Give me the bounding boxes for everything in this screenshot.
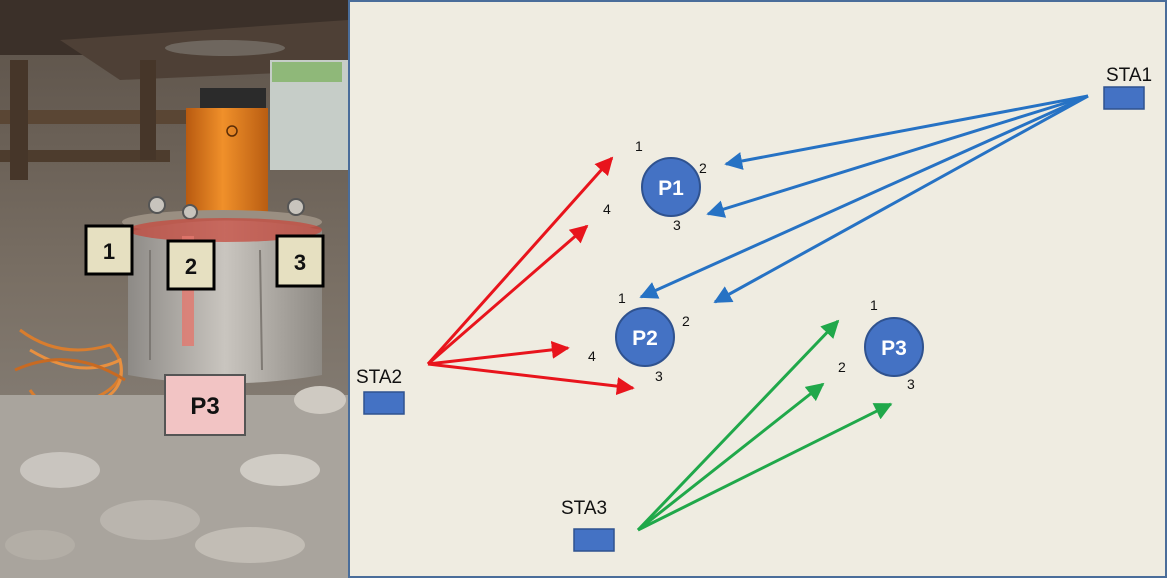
station-sta1-marker bbox=[1103, 86, 1145, 110]
point-p1-label: P1 bbox=[658, 177, 684, 200]
marker-2-box bbox=[166, 239, 216, 291]
cables bbox=[14, 358, 126, 382]
bearing-plate bbox=[165, 40, 285, 56]
point-p2-circle bbox=[615, 307, 675, 367]
marker-2-label: 2 bbox=[185, 254, 197, 279]
sta2-to-p2-4 bbox=[427, 340, 570, 366]
pile-label-box bbox=[164, 374, 246, 436]
diagram-background bbox=[348, 0, 1167, 578]
timber bbox=[0, 150, 170, 162]
sta1-to-p1-3 bbox=[706, 94, 1089, 218]
point-p1-circle bbox=[641, 157, 701, 217]
pile-label: P3 bbox=[190, 393, 219, 420]
point-p3: P3 1 2 3 bbox=[838, 297, 924, 392]
station-sta1-label: STA1 bbox=[1106, 65, 1152, 86]
rubble bbox=[5, 530, 75, 560]
p1-sub-3: 3 bbox=[673, 217, 681, 233]
p3-sub-1: 1 bbox=[870, 297, 878, 313]
p2-sub-4: 4 bbox=[588, 348, 596, 364]
station-sta3-marker bbox=[573, 528, 615, 552]
station-sta3: STA3 bbox=[561, 498, 615, 552]
rubble bbox=[294, 386, 346, 414]
sta2-to-p1-1 bbox=[426, 156, 614, 365]
hydraulic-jack bbox=[186, 108, 268, 218]
p1-sub-4: 4 bbox=[603, 201, 611, 217]
pile-photo: 1 2 3 P3 bbox=[0, 0, 348, 578]
sta3-to-p3-1 bbox=[636, 319, 840, 532]
jack-top bbox=[200, 88, 266, 110]
point-p1: P1 1 2 3 4 bbox=[603, 138, 707, 233]
survey-diagram: STA1 STA2 STA3 P1 1 2 3 4 bbox=[348, 0, 1167, 578]
sta2-to-p2-3 bbox=[427, 362, 635, 396]
sta3-sightlines bbox=[636, 319, 893, 532]
rubble bbox=[240, 454, 320, 486]
post bbox=[140, 60, 156, 160]
sta3-to-p3-2 bbox=[637, 382, 825, 532]
p3-sub-2: 2 bbox=[838, 359, 846, 375]
station-sta2-label: STA2 bbox=[356, 367, 402, 388]
greenery bbox=[272, 62, 342, 82]
station-sta2-marker bbox=[363, 391, 405, 415]
pile-photo-image: 1 2 3 P3 bbox=[0, 0, 348, 578]
station-sta2: STA2 bbox=[356, 367, 405, 415]
point-p3-label: P3 bbox=[881, 337, 907, 360]
sta1-to-p1-2 bbox=[724, 94, 1089, 170]
gauge-fixture bbox=[148, 196, 166, 214]
pile-texture bbox=[259, 249, 263, 371]
p1-sub-2: 2 bbox=[699, 160, 707, 176]
p2-sub-3: 3 bbox=[655, 368, 663, 384]
jack-mark bbox=[226, 125, 238, 137]
sta3-to-p3-3 bbox=[637, 402, 893, 532]
point-p2-label: P2 bbox=[632, 327, 658, 350]
gauge-fixture bbox=[287, 198, 305, 216]
marker-3-box bbox=[275, 234, 325, 288]
p2-sub-1: 1 bbox=[618, 290, 626, 306]
pile-top-ring bbox=[128, 218, 322, 242]
rubble bbox=[20, 452, 100, 488]
sta2-sightlines bbox=[426, 156, 635, 396]
rubble bbox=[100, 500, 200, 540]
sta1-to-p2-2 bbox=[713, 94, 1089, 304]
station-sta3-label: STA3 bbox=[561, 498, 607, 519]
post bbox=[10, 60, 28, 180]
point-p2: P2 1 2 3 4 bbox=[588, 290, 690, 384]
point-p3-circle bbox=[864, 317, 924, 377]
p3-sub-3: 3 bbox=[907, 376, 915, 392]
gauge-fixture bbox=[182, 204, 198, 220]
marker-1-label: 1 bbox=[103, 239, 115, 264]
sta1-to-p2-1 bbox=[639, 94, 1089, 299]
rubble bbox=[195, 527, 305, 563]
p1-sub-1: 1 bbox=[635, 138, 643, 154]
sta1-sightlines bbox=[639, 94, 1089, 304]
marker-1-box bbox=[84, 224, 134, 276]
marker-3-label: 3 bbox=[294, 250, 306, 275]
survey-diagram-canvas: STA1 STA2 STA3 P1 1 2 3 4 bbox=[348, 0, 1167, 578]
timber bbox=[0, 110, 190, 124]
sta2-to-p1-4 bbox=[427, 224, 589, 366]
station-sta1: STA1 bbox=[1103, 65, 1152, 110]
p2-sub-2: 2 bbox=[682, 313, 690, 329]
